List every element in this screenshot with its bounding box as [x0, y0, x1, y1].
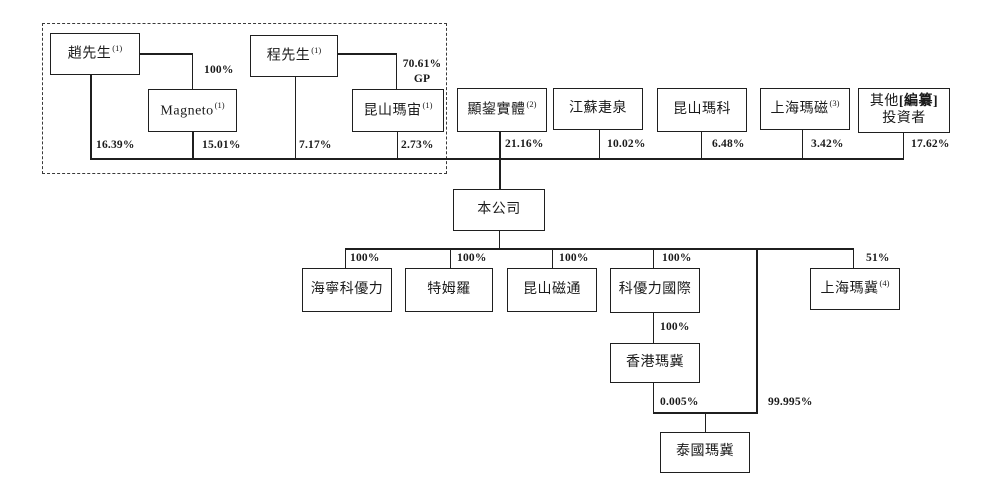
node-label: 昆山瑪宙 [363, 103, 422, 119]
node-haining-keyouli: 海寧科優力 [302, 268, 392, 312]
node-label: 投資者 [882, 110, 926, 126]
connector [598, 130, 600, 159]
node-temuluo: 特姆羅 [405, 268, 493, 312]
connector [756, 249, 758, 413]
connector [852, 249, 854, 268]
pct-zhao-company: 16.39% [96, 139, 135, 151]
connector [498, 231, 500, 249]
connector [704, 413, 706, 432]
footnote-ref: (3) [829, 98, 840, 109]
footnote-ref: (1) [311, 45, 322, 56]
node-kunshan-make: 昆山瑪科 [657, 88, 747, 132]
pct-jiangsu-company: 10.02% [607, 138, 646, 150]
pct-cheng-mazhou-gp: 70.61% GP [400, 57, 444, 87]
connector [700, 132, 702, 159]
node-kunshan-mazhou: 昆山瑪宙(1) [352, 89, 444, 132]
node-hongkong-maji: 香港瑪冀 [610, 343, 700, 383]
node-label: 泰國瑪冀 [676, 444, 734, 460]
node-label: 顯鋆實體 [467, 102, 526, 118]
pct-company-citong: 100% [559, 252, 589, 264]
redacted-tag: [編纂] [898, 94, 939, 110]
node-label: 江蘇疌泉 [569, 100, 627, 116]
connector [338, 53, 397, 55]
pct-company-temuluo: 100% [457, 252, 487, 264]
node-label: 昆山磁通 [523, 281, 581, 297]
connector [140, 53, 193, 55]
node-mr-cheng: 程先生(1) [250, 35, 338, 77]
connector [192, 132, 194, 159]
node-label: Magneto [160, 103, 214, 119]
node-label: 特姆羅 [427, 281, 471, 297]
gp-tag: GP [413, 72, 431, 85]
node-mr-zhao: 趙先生(1) [50, 33, 140, 75]
connector [344, 249, 346, 268]
footnote-ref: (4) [879, 278, 890, 289]
node-label: 科優力國際 [618, 282, 692, 298]
connector [90, 75, 92, 159]
pct-company-shmaji: 51% [866, 252, 890, 264]
connector [449, 249, 451, 268]
pct-company-haining: 100% [350, 252, 380, 264]
node-jiangsu-jiequan: 江蘇疌泉 [553, 88, 643, 130]
pct-mazhou-company: 2.73% [401, 139, 434, 151]
pct-zhao-magneto: 100% [204, 64, 234, 76]
connector [652, 412, 758, 414]
node-label: 本公司 [477, 201, 521, 217]
node-other-investors: 其他[編纂] 投資者 [858, 88, 950, 133]
node-label: 其他 [869, 94, 899, 110]
pct-other-company: 17.62% [911, 138, 950, 150]
pct-magneto-company: 15.01% [202, 139, 241, 151]
node-kunshan-citong: 昆山磁通 [507, 268, 597, 312]
connector [652, 383, 654, 413]
connector [902, 133, 904, 159]
pct-hkmaji-thmaji: 0.005% [660, 396, 699, 408]
node-magneto: Magneto(1) [148, 89, 237, 132]
footnote-ref: (1) [422, 99, 433, 110]
node-label: 上海瑪冀 [820, 281, 879, 297]
node-label: 香港瑪冀 [626, 354, 684, 370]
connector [396, 132, 398, 159]
node-shanghai-maji: 上海瑪冀(4) [810, 268, 900, 310]
pct-company-thmaji: 99.995% [768, 396, 813, 408]
connector [801, 130, 803, 159]
controlling-shareholders-group-box [42, 23, 447, 174]
pct-keyouli-hkmaji: 100% [660, 321, 690, 333]
node-thailand-maji: 泰國瑪冀 [660, 432, 750, 473]
shareholders-bus-line [90, 158, 904, 160]
node-keyouli-international: 科優力國際 [610, 268, 700, 313]
connector [652, 313, 654, 343]
footnote-ref: (1) [112, 43, 123, 54]
connector [652, 249, 654, 268]
pct-maci-company: 3.42% [811, 138, 844, 150]
connector [499, 132, 501, 189]
pct-value: 70.61% [402, 58, 442, 70]
connector [551, 249, 553, 268]
pct-company-keyouli: 100% [662, 252, 692, 264]
connector [294, 77, 296, 159]
node-label: 趙先生 [67, 46, 112, 62]
node-the-company: 本公司 [453, 189, 545, 231]
subsidiaries-bus-line [345, 248, 854, 250]
connector [191, 53, 193, 89]
node-label: 程先生 [266, 48, 311, 64]
node-xianjun-entities: 顯鋆實體(2) [457, 88, 547, 132]
pct-make-company: 6.48% [712, 138, 745, 150]
pct-cheng-company: 7.17% [299, 139, 332, 151]
footnote-ref: (2) [526, 99, 537, 110]
node-shanghai-maci: 上海瑪磁(3) [760, 88, 850, 130]
footnote-ref: (1) [214, 99, 225, 110]
node-label: 昆山瑪科 [673, 101, 731, 117]
node-label: 海寧科優力 [310, 281, 384, 297]
node-label: 上海瑪磁 [770, 101, 829, 117]
pct-xianjun-company: 21.16% [505, 138, 544, 150]
connector [395, 53, 397, 89]
